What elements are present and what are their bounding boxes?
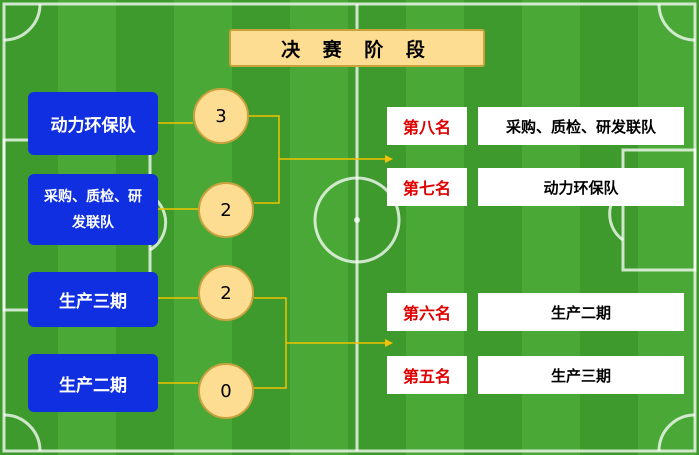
score-circle-team4: 0 bbox=[198, 363, 254, 419]
team-box-shengchan-sanqi: 生产三期 bbox=[28, 272, 158, 327]
team-box-dongli-huanbao: 动力环保队 bbox=[28, 92, 158, 155]
rank-label-5th: 第五名 bbox=[387, 356, 467, 394]
rank-team-7th: 动力环保队 bbox=[478, 168, 684, 206]
stage-title: 决 赛 阶 段 bbox=[229, 29, 485, 67]
rank-team-5th: 生产三期 bbox=[478, 356, 684, 394]
rank-team-8th: 采购、质检、研发联队 bbox=[478, 107, 684, 145]
team-box-caigou-lianDui: 采购、质检、研发联队 bbox=[28, 174, 158, 245]
team-box-shengchan-erqi: 生产二期 bbox=[28, 354, 158, 412]
rank-label-7th: 第七名 bbox=[387, 168, 467, 206]
rank-team-6th: 生产二期 bbox=[478, 293, 684, 331]
score-circle-team3: 2 bbox=[198, 265, 254, 321]
score-circle-team2: 2 bbox=[198, 182, 254, 238]
rank-label-6th: 第六名 bbox=[387, 293, 467, 331]
score-circle-team1: 3 bbox=[193, 88, 249, 144]
rank-label-8th: 第八名 bbox=[387, 107, 467, 145]
